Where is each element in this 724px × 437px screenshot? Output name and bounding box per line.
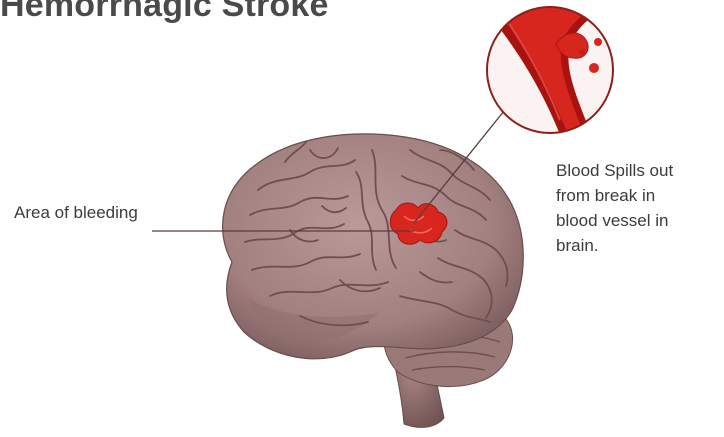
callout-line-1: Blood Spills out bbox=[556, 158, 718, 183]
magnified-vessel-callout bbox=[470, 0, 630, 150]
callout-line-2: from break in bbox=[556, 183, 718, 208]
callout-line-3: blood vessel in bbox=[556, 208, 718, 233]
label-area-of-bleeding: Area of bleeding bbox=[14, 203, 138, 223]
callout-line-4: brain. bbox=[556, 233, 718, 258]
label-callout-description: Blood Spills out from break in blood ves… bbox=[556, 158, 718, 258]
